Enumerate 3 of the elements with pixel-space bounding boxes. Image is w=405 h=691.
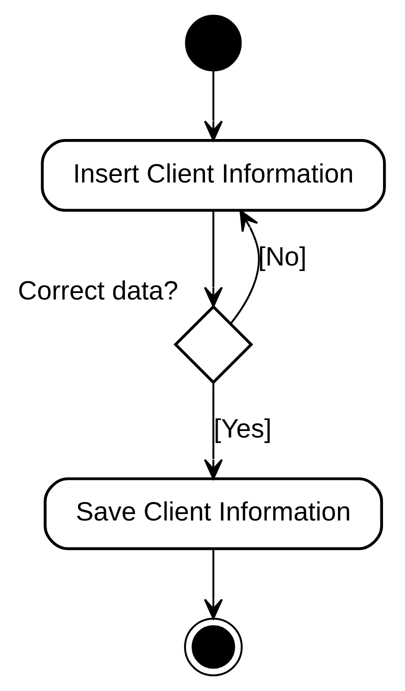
edge-label: [Yes]: [214, 414, 272, 444]
edge-label: [No]: [258, 242, 307, 272]
node-label: Correct data?: [18, 276, 178, 306]
